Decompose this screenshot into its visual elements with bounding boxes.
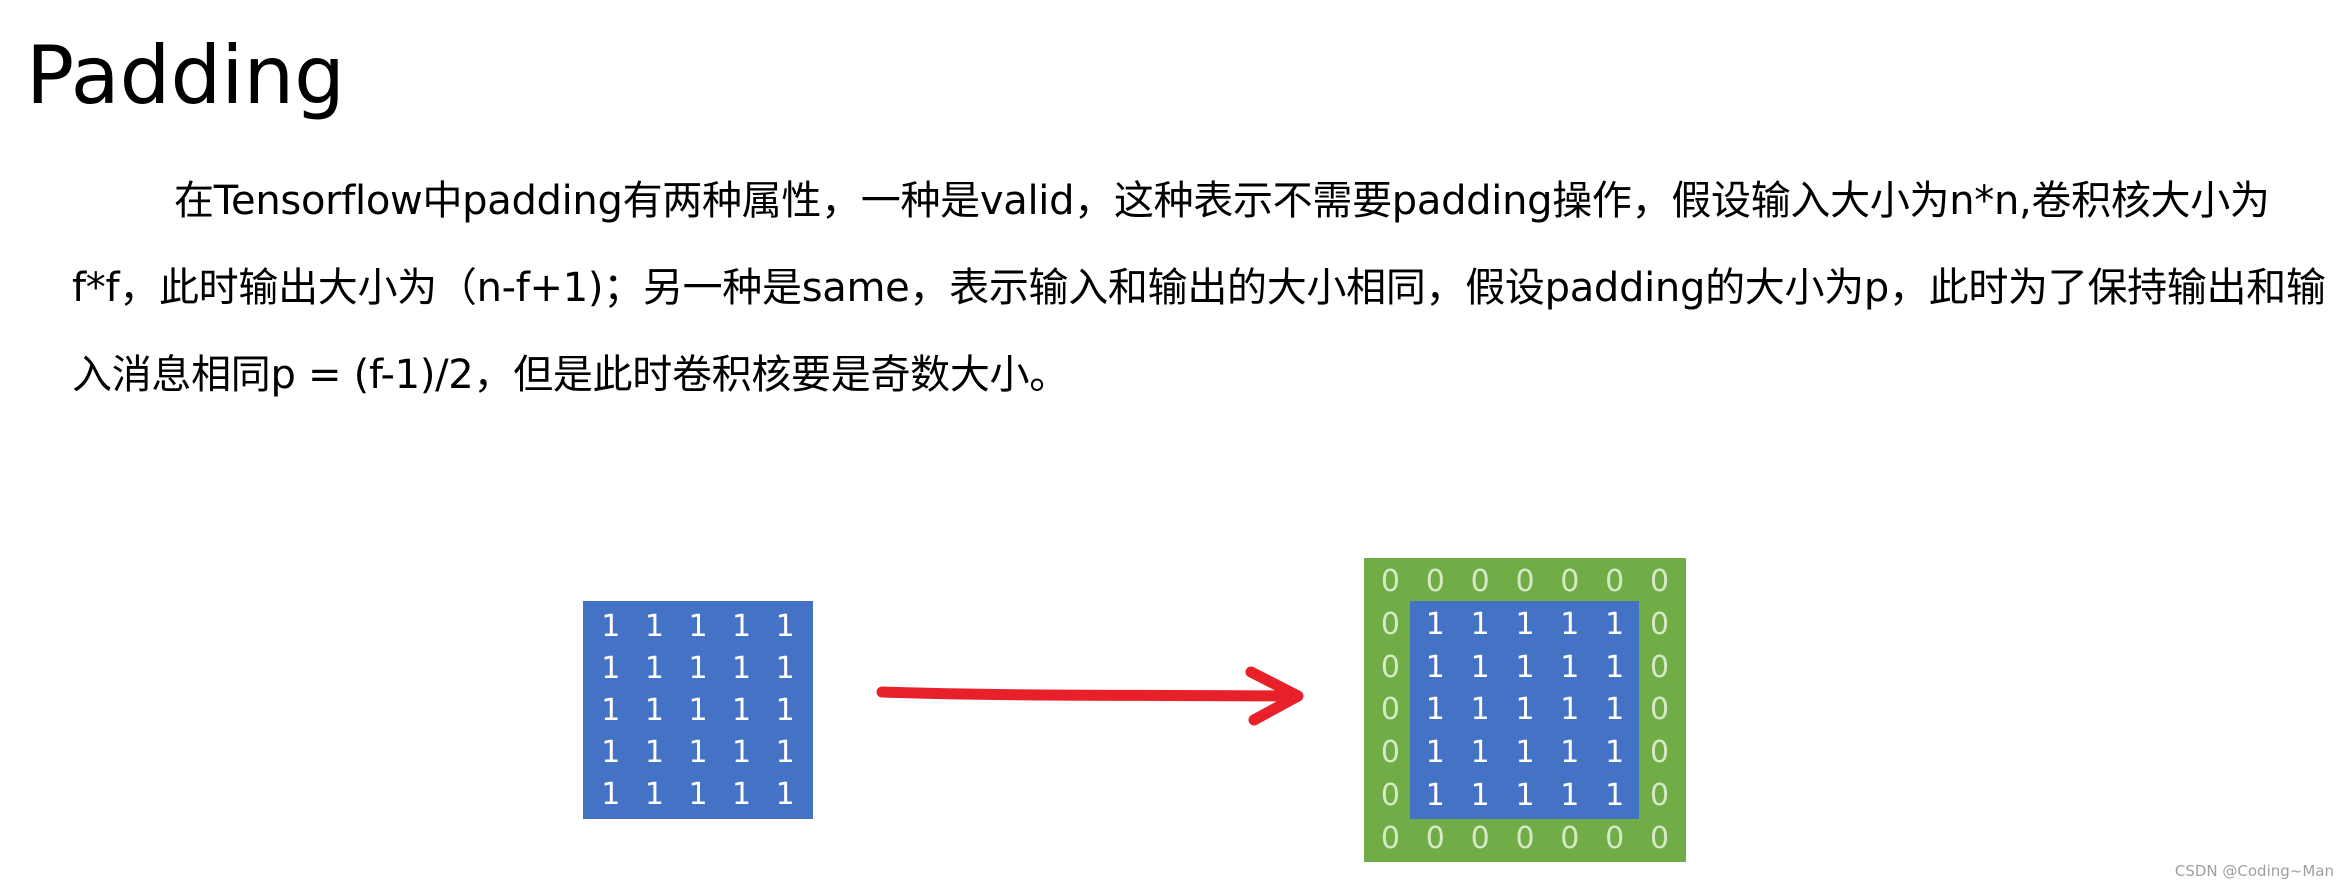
padded-matrix-cell: 0 — [1650, 778, 1670, 814]
padded-matrix-cell: 0 — [1560, 563, 1580, 599]
padded-matrix-cell: 0 — [1650, 692, 1670, 728]
padded-matrix-cell: 0 — [1650, 563, 1670, 599]
padded-matrix-cell: 0 — [1650, 606, 1670, 642]
padded-matrix-cell: 0 — [1380, 735, 1400, 771]
padded-matrix-cell: 1 — [1425, 778, 1445, 814]
padded-matrix-cell: 0 — [1650, 735, 1670, 771]
input-matrix-cell: 1 — [775, 608, 795, 644]
padded-matrix-cell: 1 — [1605, 778, 1625, 814]
page-title: Padding — [26, 29, 345, 122]
padded-matrix-cell: 1 — [1470, 778, 1490, 814]
input-matrix-cell: 1 — [644, 776, 664, 812]
input-matrix-cell: 1 — [601, 734, 621, 770]
input-matrix-cell: 1 — [644, 608, 664, 644]
input-matrix-cell: 1 — [775, 650, 795, 686]
padded-matrix-cell: 1 — [1515, 606, 1535, 642]
padded-matrix-cell: 1 — [1425, 692, 1445, 728]
padded-matrix-cell: 1 — [1560, 649, 1580, 685]
input-matrix-cell: 1 — [688, 776, 708, 812]
padded-matrix-cell: 1 — [1470, 735, 1490, 771]
padded-matrix-cell: 0 — [1380, 821, 1400, 857]
body-paragraph: 在Tensorflow中padding有两种属性，一种是valid，这种表示不需… — [72, 178, 2326, 398]
input-matrix-cell: 1 — [601, 776, 621, 812]
input-matrix-cell: 1 — [644, 650, 664, 686]
input-matrix-cell: 1 — [732, 776, 752, 812]
padded-matrix-cell: 0 — [1425, 563, 1445, 599]
arrow-head — [1245, 666, 1304, 726]
padded-matrix-cell: 0 — [1560, 821, 1580, 857]
padded-matrix-cell: 0 — [1380, 649, 1400, 685]
padded-matrix-cell: 0 — [1425, 821, 1445, 857]
padded-matrix-cell: 1 — [1605, 735, 1625, 771]
padded-matrix-cell: 0 — [1470, 821, 1490, 857]
padded-matrix-cell: 0 — [1380, 692, 1400, 728]
input-matrix-cell: 1 — [688, 692, 708, 728]
padded-matrix-cell: 1 — [1470, 692, 1490, 728]
input-matrix-cell: 1 — [644, 692, 664, 728]
padded-matrix-cell: 1 — [1560, 778, 1580, 814]
input-matrix-cell: 1 — [732, 692, 752, 728]
input-matrix-cell: 1 — [688, 608, 708, 644]
padded-matrix-cell: 1 — [1560, 692, 1580, 728]
padded-matrix-cell: 1 — [1470, 606, 1490, 642]
padded-matrix-cell: 1 — [1515, 692, 1535, 728]
arrow-shaft — [876, 686, 1302, 702]
padded-matrix-cell: 0 — [1470, 563, 1490, 599]
input-matrix-cell: 1 — [732, 734, 752, 770]
input-matrix-cell: 1 — [775, 734, 795, 770]
padded-matrix-core — [1410, 601, 1639, 819]
input-matrix-cell: 1 — [601, 650, 621, 686]
padded-matrix-cell: 1 — [1515, 778, 1535, 814]
padded-matrix-cell: 1 — [1425, 735, 1445, 771]
right-arrow-icon — [876, 666, 1304, 726]
padded-matrix-cell: 0 — [1650, 649, 1670, 685]
padded-matrix-cell: 0 — [1380, 778, 1400, 814]
padded-matrix-cell: 0 — [1605, 563, 1625, 599]
padded-matrix-cell: 0 — [1650, 821, 1670, 857]
padded-matrix-cell: 1 — [1515, 735, 1535, 771]
padded-matrix-cell: 1 — [1560, 735, 1580, 771]
input-matrix-cell: 1 — [644, 734, 664, 770]
input-matrix-cell: 1 — [732, 650, 752, 686]
padded-matrix-cell: 1 — [1605, 649, 1625, 685]
padded-matrix-cell: 0 — [1515, 563, 1535, 599]
padded-matrix-cell: 1 — [1560, 606, 1580, 642]
padded-matrix-cell: 0 — [1380, 563, 1400, 599]
padded-matrix-cell: 1 — [1425, 649, 1445, 685]
padded-matrix-cell: 1 — [1605, 606, 1625, 642]
input-matrix-cell: 1 — [688, 734, 708, 770]
padded-matrix-cell: 0 — [1380, 606, 1400, 642]
padded-matrix-cell: 1 — [1605, 692, 1625, 728]
padded-matrix-cell: 1 — [1515, 649, 1535, 685]
input-matrix-cell: 1 — [775, 776, 795, 812]
input-matrix-cell: 1 — [732, 608, 752, 644]
padded-matrix-cell: 0 — [1515, 821, 1535, 857]
padded-matrix-cell: 0 — [1605, 821, 1625, 857]
padded-matrix-cell: 1 — [1470, 649, 1490, 685]
input-matrix-cell: 1 — [601, 608, 621, 644]
input-matrix-cell: 1 — [601, 692, 621, 728]
input-matrix-cell: 1 — [775, 692, 795, 728]
padded-matrix-cell: 1 — [1425, 606, 1445, 642]
input-matrix-cell: 1 — [688, 650, 708, 686]
watermark: CSDN @Coding~Man — [2174, 862, 2334, 880]
